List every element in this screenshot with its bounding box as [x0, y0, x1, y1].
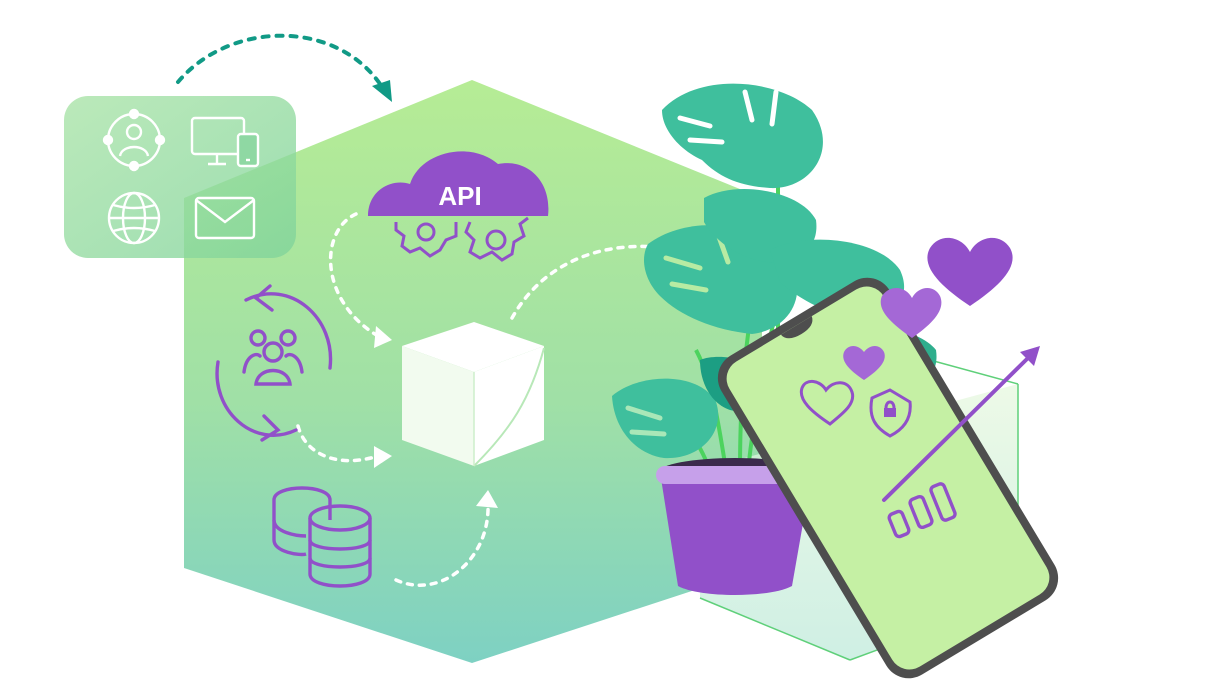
- floating-hearts: [843, 237, 1013, 380]
- cube-icon: [402, 322, 545, 467]
- mail-icon: [194, 196, 256, 240]
- shield-lock-icon: [869, 388, 912, 438]
- api-cloud-gears-icon: API: [368, 151, 549, 262]
- smartphone: [717, 277, 1059, 679]
- bar-chart-icon: [887, 482, 957, 539]
- heart-icon: [843, 346, 885, 380]
- trend-arrow-icon: [882, 346, 1040, 502]
- globe-icon: [107, 191, 161, 245]
- channels-card: [64, 96, 296, 258]
- heart-icon: [927, 237, 1013, 306]
- api-label: API: [438, 181, 481, 211]
- sync-people-icon: [215, 284, 333, 442]
- devices-icon: [190, 116, 260, 168]
- heart-icon: [880, 287, 942, 338]
- flow-arrow-top: [176, 33, 392, 102]
- heart-icon: [799, 380, 855, 426]
- people-network-icon: [102, 108, 166, 172]
- database-icon: [272, 486, 372, 588]
